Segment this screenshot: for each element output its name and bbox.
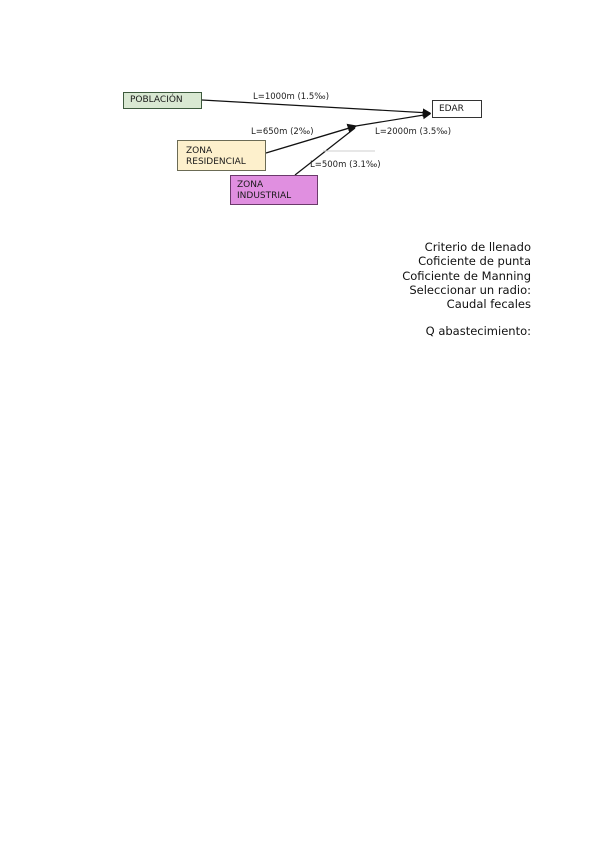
param-coef-manning: Coficiente de Manning bbox=[402, 268, 531, 283]
edge-label-poblacion: L=1000m (1.5‰) bbox=[253, 92, 330, 102]
diagram-connectors bbox=[201, 99, 432, 176]
param-caudal-fecales: Caudal fecales bbox=[446, 297, 531, 312]
param-q-abastecimiento: Q abastecimiento: bbox=[425, 324, 531, 339]
param-criterio-llenado: Criterio de llenado bbox=[424, 240, 531, 254]
node-zona-industrial: ZONA INDUSTRIAL bbox=[230, 175, 318, 205]
sewer-network-diagram: POBLACIÓN EDAR ZONA RESIDENCIAL ZONA IND… bbox=[123, 83, 495, 216]
param-coef-punta: Coficiente de punta bbox=[418, 254, 531, 269]
edge-poblacion-edar bbox=[201, 99, 432, 117]
edge-junction-edar bbox=[355, 111, 432, 127]
node-poblacion: POBLACIÓN bbox=[123, 92, 202, 109]
node-edar: EDAR bbox=[432, 100, 482, 118]
edge-label-junction-edar: L=2000m (3.5‰) bbox=[375, 127, 452, 137]
parameters-list: Criterio de llenado Coficiente de punta … bbox=[402, 240, 531, 339]
edge-label-industrial: L=500m (3.1‰) bbox=[310, 160, 381, 170]
edge-label-residencial: L=650m (2‰) bbox=[251, 127, 314, 137]
edge-residencial-junction bbox=[265, 123, 358, 154]
node-zona-residencial: ZONA RESIDENCIAL bbox=[177, 140, 266, 171]
param-radio: Seleccionar un radio: bbox=[409, 282, 531, 297]
